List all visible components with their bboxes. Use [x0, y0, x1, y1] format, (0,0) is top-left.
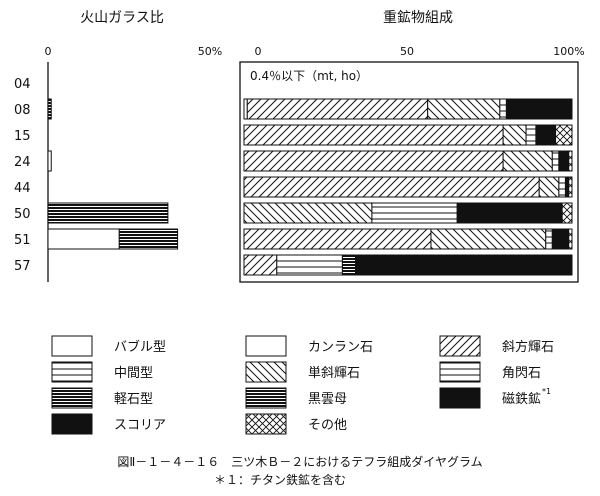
left-tick-50: 50%: [198, 45, 222, 58]
left-bars: [47, 98, 179, 250]
mineral-bar-57-s1: [243, 254, 278, 276]
legend-swatch-0: [51, 335, 93, 357]
legend-label-10: その他: [308, 418, 347, 433]
glass-bar-51-s0: [47, 228, 120, 250]
right-tick-50: 50: [400, 45, 414, 58]
legend-label-0: バブル型: [114, 339, 166, 355]
mineral-bar-57-s4: [341, 254, 357, 276]
category-labels: 04 08 15 24 44 50 51 57: [14, 77, 31, 274]
legend-swatch-6: [51, 387, 93, 409]
category-label-44: 44: [14, 181, 31, 196]
mineral-bar-44-s3: [558, 176, 566, 198]
mineral-bar-44-s6: [568, 176, 573, 198]
glass-bar-50-s2: [47, 202, 169, 224]
mineral-bar-15-s2: [502, 124, 527, 146]
left-chart-title: 火山ガラス比: [80, 10, 164, 26]
mineral-bar-57-s3: [276, 254, 343, 276]
legend-swatch-8: [439, 387, 481, 409]
legend-label-5: 角閃石: [502, 366, 541, 381]
mineral-bar-08-s1: [246, 98, 429, 120]
category-label-50: 50: [14, 207, 31, 222]
mineral-bar-51-s2: [430, 228, 547, 250]
category-label-57: 57: [14, 259, 31, 274]
annotation-04: 0.4％以下（mt, ho）: [250, 69, 368, 83]
mineral-bar-08-s3: [499, 98, 507, 120]
legend-swatch-3: [51, 361, 93, 383]
mineral-bar-15-s5: [535, 124, 557, 146]
glass-bar-08-s2: [47, 98, 52, 120]
category-label-04: 04: [14, 77, 31, 92]
legend-swatch-5: [439, 361, 481, 383]
mineral-bar-50-s6: [561, 202, 573, 224]
left-chart: 0 50%: [45, 45, 222, 282]
mineral-bar-24-s6: [568, 150, 573, 172]
legend-swatch-9: [51, 413, 93, 435]
right-chart-frame: [239, 61, 579, 283]
legend-label-4: 単斜輝石: [308, 365, 360, 381]
right-chart-title: 重鉱物組成: [383, 9, 453, 26]
mineral-bar-50-s5: [456, 202, 563, 224]
mineral-bar-24-s5: [558, 150, 570, 172]
mineral-bar-24-s2: [502, 150, 553, 172]
legend-swatch-2: [439, 335, 481, 357]
left-tick-0: 0: [45, 45, 52, 58]
mineral-bar-44-s2: [538, 176, 560, 198]
legend-label-7: 黒雲母: [308, 392, 347, 407]
right-tick-100: 100%: [553, 45, 584, 58]
legend-swatch-4: [245, 361, 287, 383]
mineral-bar-15-s1: [243, 124, 504, 146]
mineral-bar-51-s6: [568, 228, 573, 250]
legend-label-8: 磁鉄鉱: [502, 391, 541, 407]
glass-bar-51-s2: [118, 228, 179, 250]
category-label-51: 51: [14, 233, 31, 248]
mineral-bar-24-s1: [243, 150, 504, 172]
right-bars: [243, 98, 573, 276]
mineral-bar-51-s1: [243, 228, 432, 250]
legend-swatch-7: [245, 387, 287, 409]
mineral-bar-50-s3: [371, 202, 458, 224]
mineral-bar-57-s5: [355, 254, 573, 276]
mineral-bar-51-s3: [545, 228, 553, 250]
legend-label-3: 中間型: [114, 366, 153, 381]
mineral-bar-51-s5: [551, 228, 570, 250]
figure-footnote: ＊１：チタン鉄鉱を含む: [214, 472, 346, 487]
category-label-08: 08: [14, 103, 31, 118]
mineral-bar-15-s3: [525, 124, 537, 146]
category-label-24: 24: [14, 155, 31, 170]
legend-sup-8: *1: [542, 387, 551, 396]
mineral-bar-44-s1: [243, 176, 540, 198]
figure-caption: 図Ⅱ－１－４－１６ 三ツ木Ｂ－２におけるテフラ組成ダイヤグラム: [117, 454, 482, 469]
mineral-bar-24-s3: [551, 150, 560, 172]
legend-label-1: カンラン石: [308, 340, 373, 355]
mineral-bar-50-s2: [243, 202, 373, 224]
mineral-bar-08-s5: [505, 98, 573, 120]
glass-bar-24-s0: [47, 150, 52, 172]
legend-label-2: 斜方輝石: [502, 339, 554, 355]
mineral-bar-08-s2: [427, 98, 501, 120]
legend-swatch-1: [245, 335, 287, 357]
legend-swatch-10: [245, 413, 287, 435]
mineral-bar-15-s6: [555, 124, 573, 146]
legend-label-6: 軽石型: [114, 392, 153, 407]
legend-label-9: スコリア: [114, 418, 166, 433]
right-tick-0: 0: [255, 45, 262, 58]
right-chart: 0 50 100% 0.4％以下（mt, ho）: [239, 45, 585, 283]
category-label-15: 15: [14, 129, 31, 144]
